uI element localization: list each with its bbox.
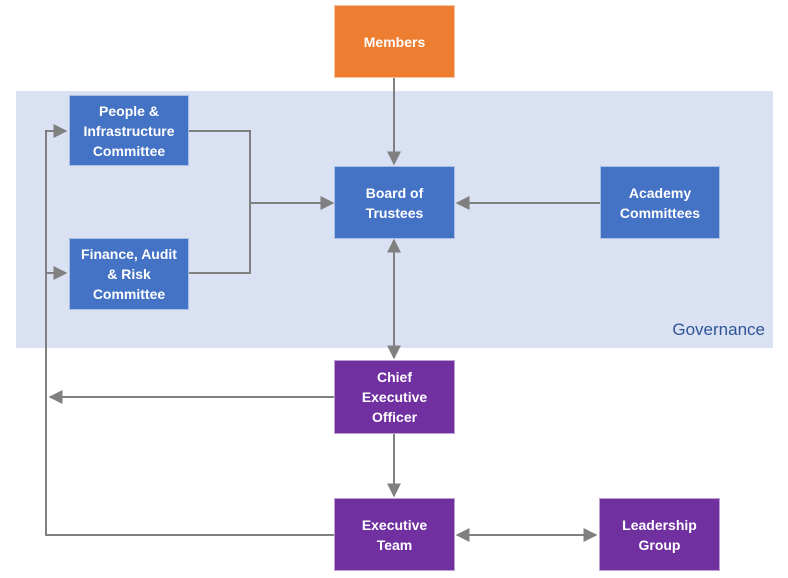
node-leadership-group-label: Leadership Group [622,516,697,553]
node-board-of-trustees: Board of Trustees [334,166,455,239]
node-academy-committees-label: Academy Committees [619,184,701,221]
node-executive-team: Executive Team [334,498,455,571]
node-executive-team-label: Executive Team [361,516,428,553]
governance-label: Governance [672,320,765,339]
node-chief-executive-officer: Chief Executive Officer [334,360,455,434]
node-academy-committees: Academy Committees [600,166,720,239]
node-chief-executive-officer-label: Chief Executive Officer [361,369,428,425]
node-people-infrastructure-committee-label: People & Infrastructure Committee [83,102,175,159]
connector-executive-spine [45,124,334,536]
node-members-label: Members [363,33,426,50]
node-leadership-group: Leadership Group [599,498,720,571]
node-people-infrastructure-committee: People & Infrastructure Committee [69,95,189,166]
node-board-of-trustees-label: Board of Trustees [365,184,424,221]
node-finance-audit-risk-committee: Finance, Audit & Risk Committee [69,238,189,310]
node-finance-audit-risk-committee-label: Finance, Audit & Risk Committee [81,246,177,302]
node-members: Members [334,5,455,78]
connector-people-bracket [189,130,251,274]
